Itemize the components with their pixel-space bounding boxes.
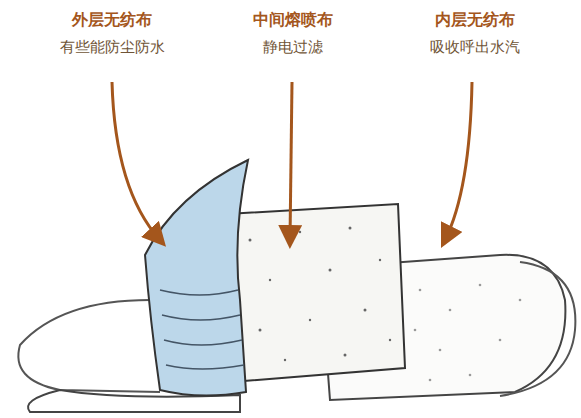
layer-title: 中间熔喷布 bbox=[253, 10, 333, 31]
ear-loop bbox=[500, 262, 575, 396]
layer-note: 有些能防尘防水 bbox=[60, 38, 165, 57]
layer-note: 吸收呼出水汽 bbox=[430, 38, 520, 57]
ear-loop bbox=[18, 300, 160, 392]
layer-title: 外层无纺布 bbox=[72, 10, 152, 31]
texture-dots bbox=[414, 284, 522, 382]
texture-dots bbox=[249, 227, 392, 362]
layer-title: 内层无纺布 bbox=[435, 10, 515, 31]
leader-arrow bbox=[112, 82, 472, 240]
layer-note: 静电过滤 bbox=[263, 38, 323, 57]
pleat-lines bbox=[160, 290, 244, 369]
outer-layer bbox=[145, 160, 248, 396]
